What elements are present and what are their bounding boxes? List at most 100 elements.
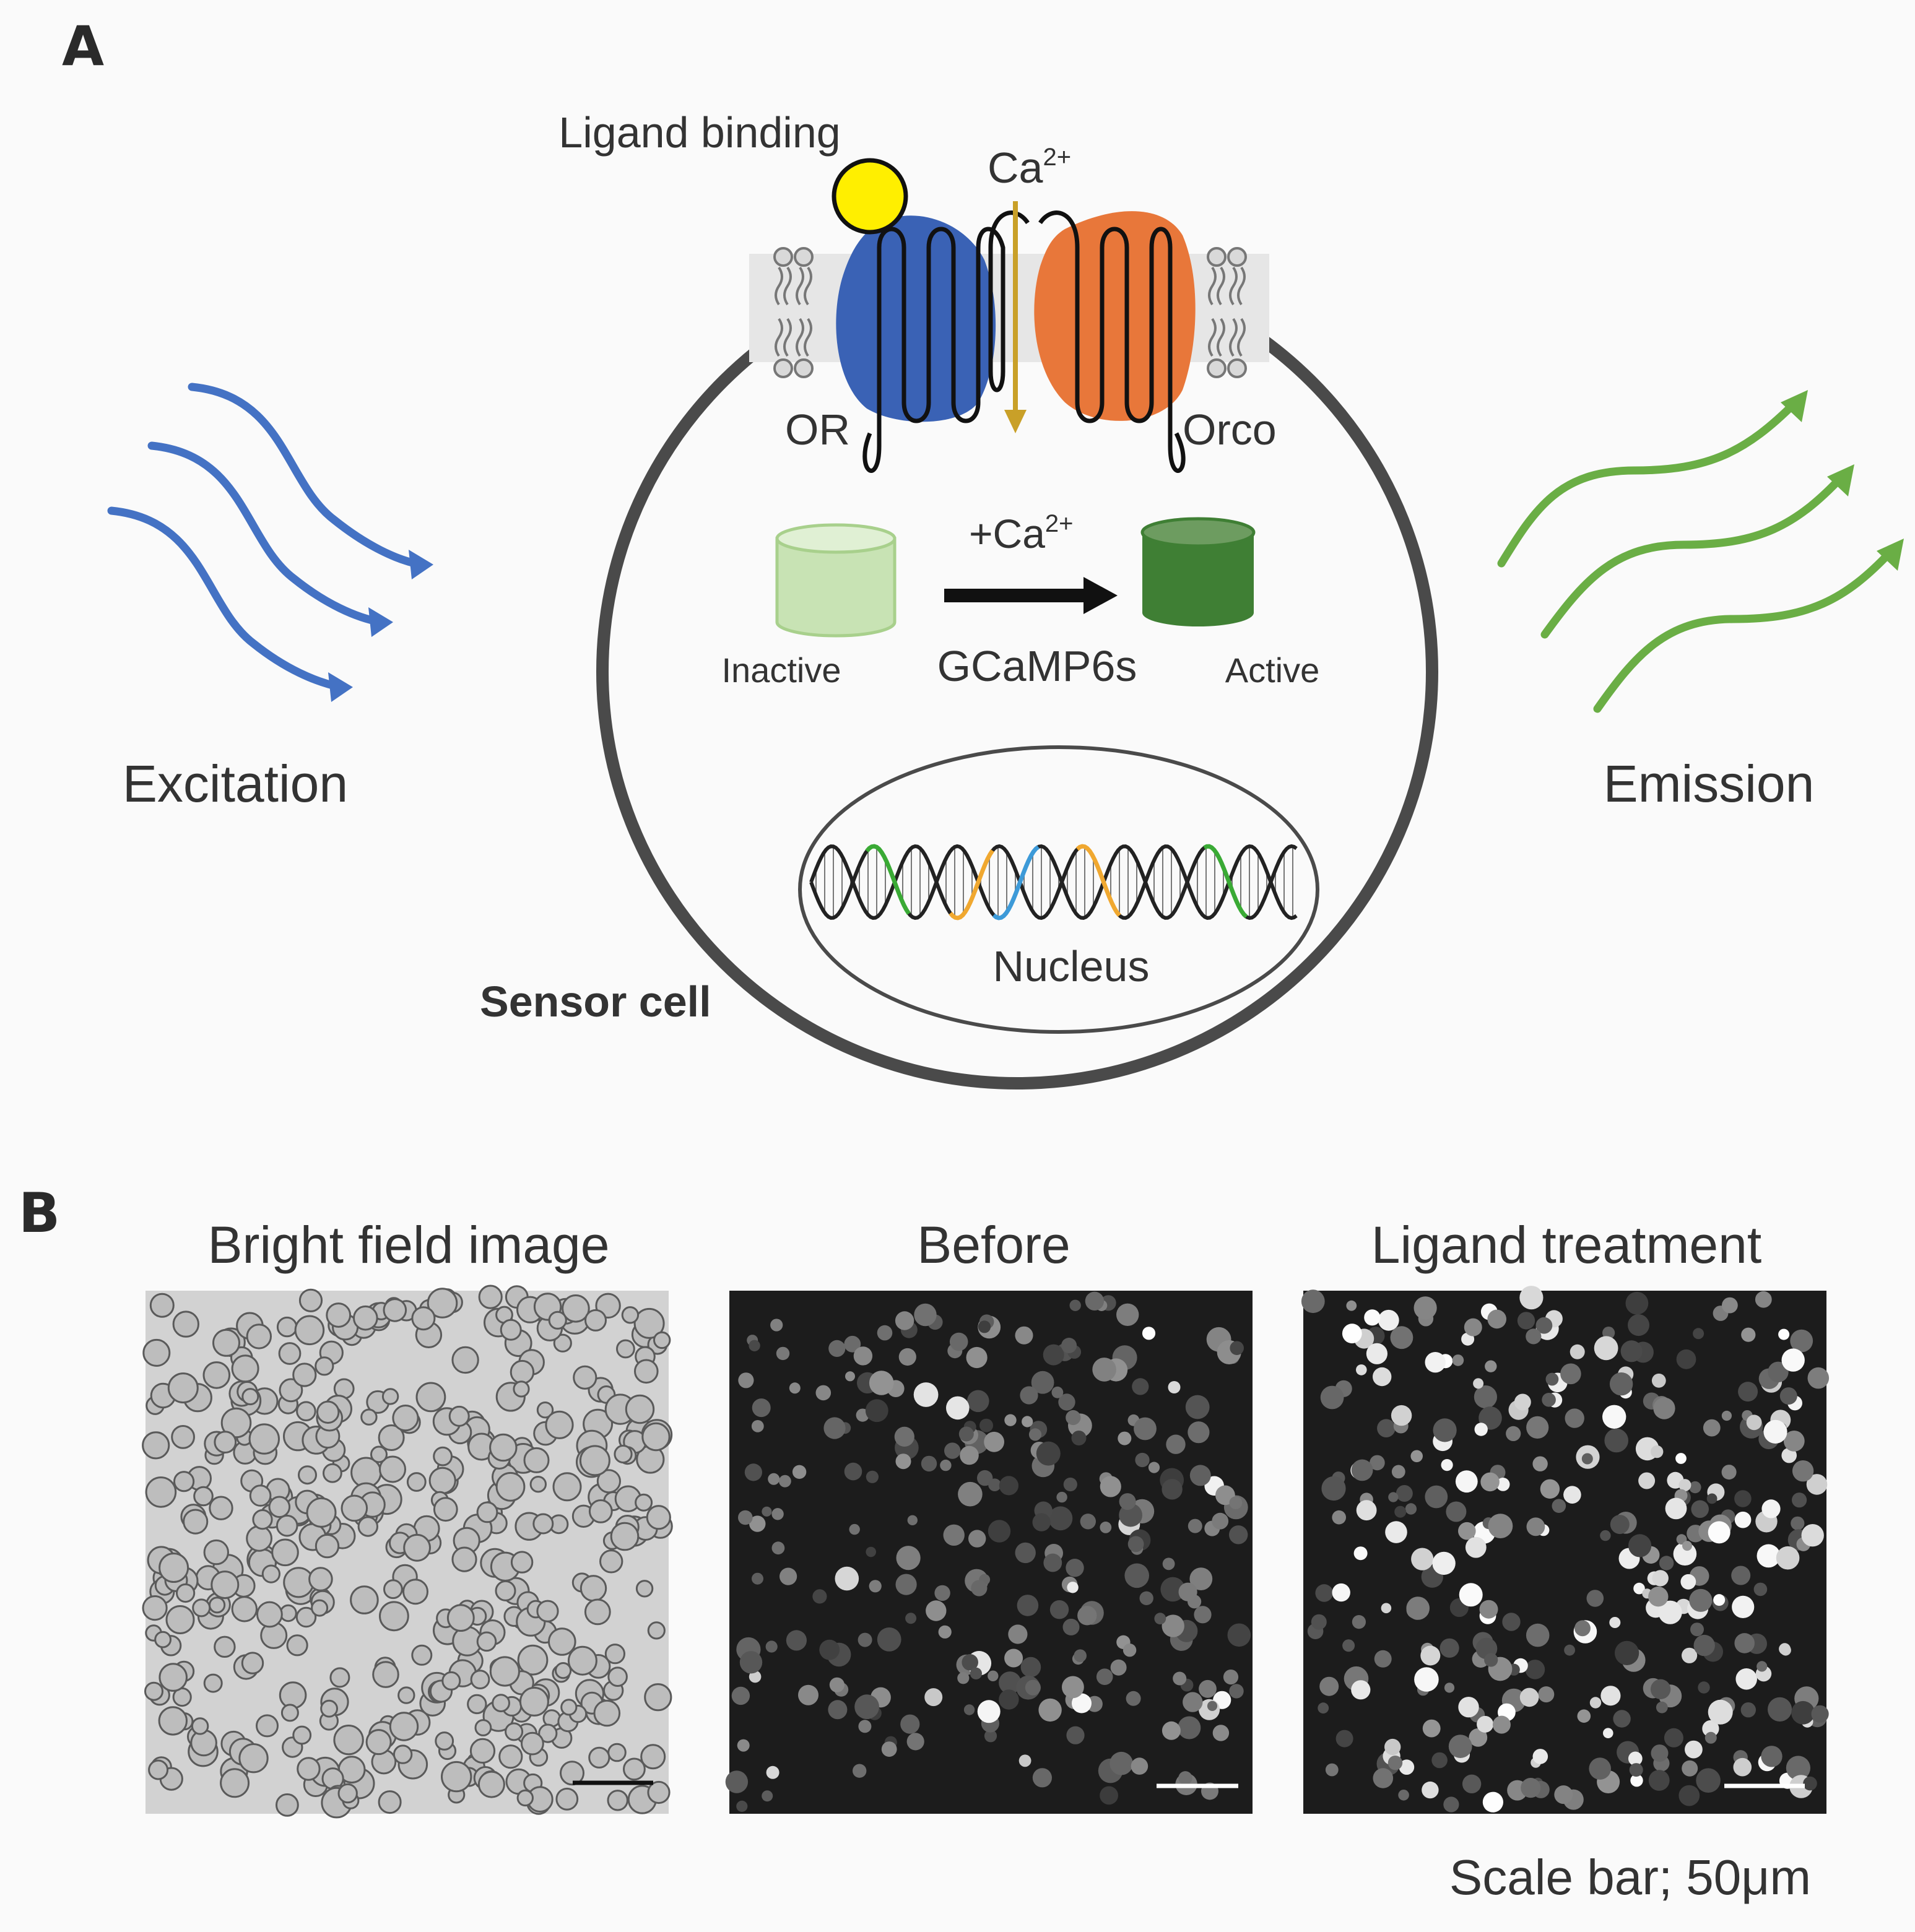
fluorescent-cell	[1142, 1327, 1156, 1340]
fluorescent-cell	[1741, 1327, 1756, 1342]
panel-a: A Excitation Emission	[62, 14, 1904, 1089]
fluorescent-cell	[762, 1790, 773, 1802]
fluorescent-cell	[940, 1459, 952, 1471]
fluorescent-cell	[731, 1686, 750, 1705]
fluorescent-cell	[869, 1580, 882, 1593]
fluorescent-cell	[1100, 1786, 1118, 1805]
fluorescent-cell	[1399, 1759, 1415, 1775]
panel-b: B Bright field image Before Ligand treat…	[19, 1181, 1830, 1905]
cell	[500, 1319, 522, 1341]
cell	[173, 1471, 195, 1492]
fluorescent-cell	[1321, 1476, 1346, 1501]
fluorescent-cell	[1071, 1431, 1087, 1445]
fluorescent-cell	[776, 1346, 790, 1361]
fluorescent-cell	[1525, 1660, 1545, 1679]
cell	[555, 1787, 579, 1811]
fluorescent-cell	[1188, 1421, 1210, 1444]
fluorescent-cell	[905, 1613, 917, 1624]
fluorescent-cell	[1318, 1702, 1329, 1714]
fluorescent-cell	[1746, 1414, 1762, 1431]
cell	[545, 1410, 574, 1439]
dna-gene-segment	[865, 844, 911, 915]
fluorescent-cell	[854, 1694, 879, 1720]
cell	[158, 1706, 188, 1736]
fluorescent-cell	[1690, 1622, 1704, 1637]
fluorescent-cell	[1431, 1752, 1448, 1769]
fluorescent-cell	[1545, 1372, 1559, 1386]
fluorescent-cell	[1162, 1614, 1184, 1637]
fluorescent-cell	[1422, 1719, 1441, 1738]
cell	[640, 1744, 666, 1770]
fluorescent-cell	[845, 1371, 855, 1382]
fluorescent-cell	[1761, 1499, 1781, 1518]
cell	[278, 1342, 302, 1365]
excitation-wave-1	[188, 383, 425, 569]
cell	[337, 1783, 358, 1804]
dna-gene-segment	[992, 845, 1040, 921]
cell	[241, 1388, 259, 1406]
fluorescent-cell	[865, 1399, 888, 1423]
fluorescent-cell	[1735, 1668, 1757, 1690]
cell	[193, 1486, 214, 1507]
fluorescent-cell	[1589, 1697, 1602, 1709]
fluorescent-cell	[1173, 1671, 1187, 1686]
cell	[441, 1671, 461, 1691]
fluorescent-cell	[768, 1473, 780, 1485]
fluorescent-cell	[1056, 1491, 1067, 1503]
fluorescent-cell	[1506, 1426, 1521, 1441]
fluorescent-cell	[1487, 1309, 1506, 1329]
fluorescent-cell	[1628, 1751, 1643, 1766]
cell	[191, 1717, 209, 1735]
activation-arrowhead	[1083, 577, 1118, 614]
fluorescent-cell	[1391, 1405, 1412, 1426]
cell	[172, 1310, 199, 1338]
fluorescent-cell	[1648, 1770, 1670, 1791]
cell	[256, 1714, 279, 1738]
cell	[383, 1579, 403, 1600]
fluorescent-cell	[957, 1672, 970, 1684]
fluorescent-cell	[1043, 1553, 1062, 1572]
cell	[647, 1621, 666, 1640]
fluorescent-cell	[1378, 1309, 1399, 1331]
cell	[517, 1644, 549, 1676]
fluorescent-cell	[736, 1800, 748, 1812]
fluorescent-cell	[1693, 1328, 1704, 1340]
fluorescent-cell	[1721, 1465, 1737, 1480]
fluorescent-cell	[1731, 1566, 1751, 1585]
fluorescent-cell	[934, 1585, 950, 1601]
fluorescent-cell	[1604, 1428, 1628, 1453]
fluorescent-cell	[1721, 1410, 1732, 1421]
cell	[315, 1533, 340, 1559]
cell	[149, 1293, 175, 1318]
fluorescent-cell	[988, 1670, 999, 1681]
fluorescent-cell	[1074, 1649, 1087, 1662]
fluorescent-cell	[1301, 1289, 1325, 1314]
cell	[308, 1567, 333, 1592]
cell	[203, 1673, 223, 1693]
fluorescent-cell	[844, 1335, 861, 1353]
fluorescent-cell	[762, 1506, 772, 1517]
fluorescent-cell	[1443, 1796, 1459, 1813]
fluorescent-cell	[1469, 1728, 1488, 1747]
cell	[635, 1580, 654, 1598]
cell	[536, 1600, 559, 1622]
cell	[315, 1356, 334, 1376]
fluorescent-cell	[881, 1741, 897, 1757]
fluorescent-cell	[1704, 1731, 1717, 1744]
fluorescent-cell	[1458, 1522, 1476, 1540]
fluorescent-cell	[738, 1510, 753, 1525]
cell	[378, 1790, 402, 1814]
cell	[505, 1722, 524, 1741]
cell	[211, 1570, 240, 1600]
fluorescent-cell	[829, 1677, 845, 1692]
fluorescent-cell	[1413, 1296, 1437, 1320]
fluorescent-cell	[1665, 1497, 1687, 1520]
fluorescent-cell	[744, 1463, 762, 1481]
cell	[513, 1380, 530, 1398]
fluorescent-cell	[877, 1627, 901, 1652]
fluorescent-cell	[1651, 1744, 1669, 1762]
cell	[411, 1306, 436, 1331]
cell	[212, 1328, 240, 1357]
fluorescent-cell	[1703, 1419, 1721, 1437]
cell	[231, 1354, 259, 1383]
